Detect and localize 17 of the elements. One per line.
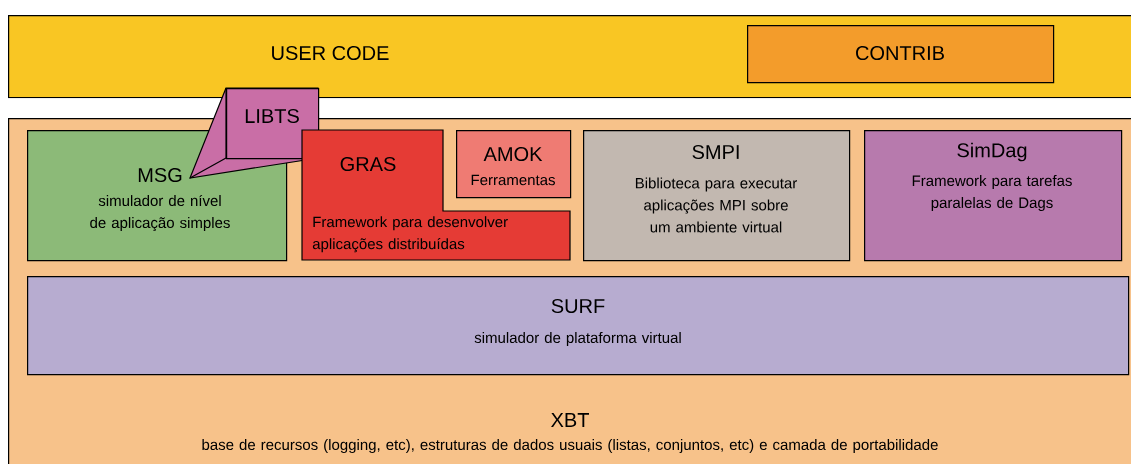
module-description: Biblioteca para executar aplicações MPI sobre um ambiente virtual [635, 177, 797, 233]
module-description: simulador de plataforma virtual [474, 332, 681, 346]
module-title: AMOK [483, 146, 543, 162]
module-title: SURF [551, 298, 605, 314]
module-description: base de recursos (logging, etc), estruturas de dados usuais (listas, conjuntos, etc) e camada de portabilidade [202, 439, 938, 453]
module-title: LIBTS [245, 108, 299, 124]
module-title: USER CODE [272, 45, 389, 61]
module-title: SMPI [692, 144, 739, 160]
module-description: Ferramentas [471, 174, 555, 186]
module-title: CONTRIB [856, 45, 944, 61]
module-description: Framework para desenvolver aplicações distribuídas [312, 216, 508, 253]
module-title: SimDag [957, 142, 1027, 162]
module-description: Framework para tarefas paralelas de Dags [912, 175, 1072, 211]
module-title: MSG [138, 167, 182, 183]
module-title: GRAS [340, 156, 396, 172]
module-title: XBT [551, 413, 589, 427]
module-description: simulador de nível de aplicação simples [90, 194, 230, 232]
